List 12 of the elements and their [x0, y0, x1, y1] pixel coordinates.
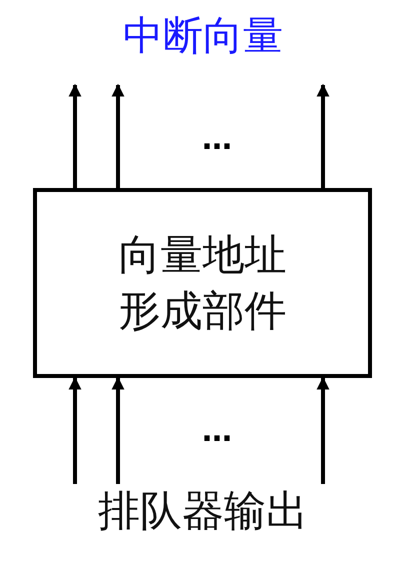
ellipsis: …	[202, 125, 232, 155]
arrow	[68, 84, 82, 188]
ellipsis: …	[202, 417, 232, 447]
process-box	[33, 188, 372, 378]
arrow	[316, 84, 330, 188]
arrow	[112, 376, 124, 484]
arrow	[316, 376, 330, 484]
arrow	[112, 84, 124, 188]
box-label: 向量地址形成部件	[118, 229, 288, 337]
arrow	[68, 376, 82, 484]
input-label: 排队器输出	[73, 484, 333, 538]
title: 中断向量	[122, 12, 284, 61]
